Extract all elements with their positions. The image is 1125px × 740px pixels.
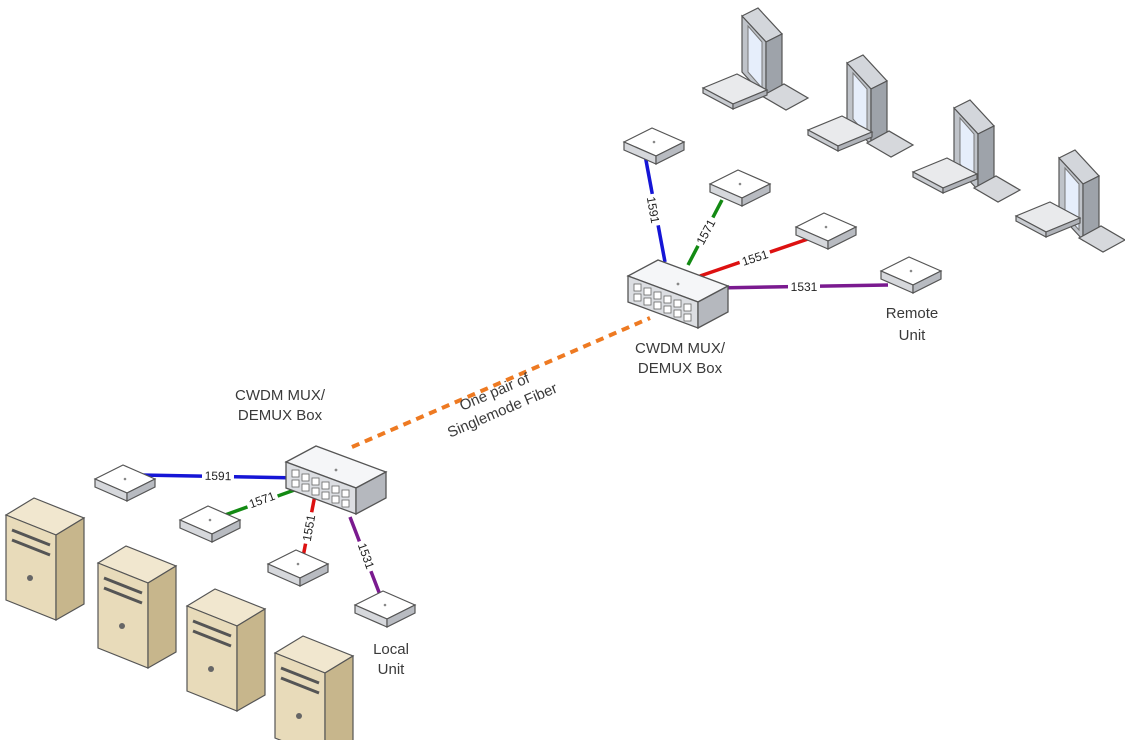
local-unit-label-line2: Unit (378, 661, 406, 678)
singlemode-fiber-link (351, 316, 651, 449)
server-tower-icon (185, 587, 267, 713)
svg-text:1591: 1591 (644, 196, 662, 225)
local-unit-icon (354, 590, 416, 628)
converter-unit-icon (267, 549, 329, 587)
wavelength-label-local-1571: 1571 (244, 487, 280, 513)
local-unit-label-line1: Local (373, 641, 409, 658)
svg-text:1531: 1531 (791, 280, 818, 294)
wavelength-label-local-1531: 1531 (353, 538, 379, 574)
svg-text:1531: 1531 (355, 541, 377, 571)
wavelength-label-remote-1551: 1551 (737, 245, 773, 270)
local-mux-demux-box (285, 445, 387, 515)
remote-unit-label-line1: Remote (886, 305, 939, 322)
wavelength-label-remote-1591: 1591 (643, 192, 664, 227)
monitor-icon (1058, 149, 1125, 253)
svg-text:1551: 1551 (740, 247, 770, 269)
wavelength-label-remote-1571: 1571 (691, 214, 720, 250)
remote-mux-label-line1: CWDM MUX/ (635, 340, 726, 357)
server-tower-icon (96, 544, 178, 670)
svg-text:1591: 1591 (205, 469, 232, 483)
wavelength-label-local-1591: 1591 (201, 467, 235, 484)
converter-unit-icon (795, 212, 857, 250)
wavelength-label-local-1551: 1551 (298, 510, 319, 545)
monitor-icon (953, 99, 1021, 203)
local-mux-label-line1: CWDM MUX/ (235, 387, 326, 404)
server-tower-icon (273, 634, 355, 740)
svg-text:1551: 1551 (300, 513, 318, 542)
remote-mux-label-line2: DEMUX Box (638, 360, 723, 377)
remote-unit-label-line2: Unit (899, 327, 927, 344)
svg-text:1571: 1571 (247, 489, 277, 511)
converter-unit-icon (94, 464, 156, 502)
local-mux-label-line2: DEMUX Box (238, 407, 323, 424)
converter-unit-icon (709, 169, 771, 207)
remote-unit-icon (880, 256, 942, 294)
server-tower-icon (4, 496, 86, 622)
converter-unit-icon (623, 127, 685, 165)
wavelength-label-remote-1531: 1531 (788, 279, 820, 294)
